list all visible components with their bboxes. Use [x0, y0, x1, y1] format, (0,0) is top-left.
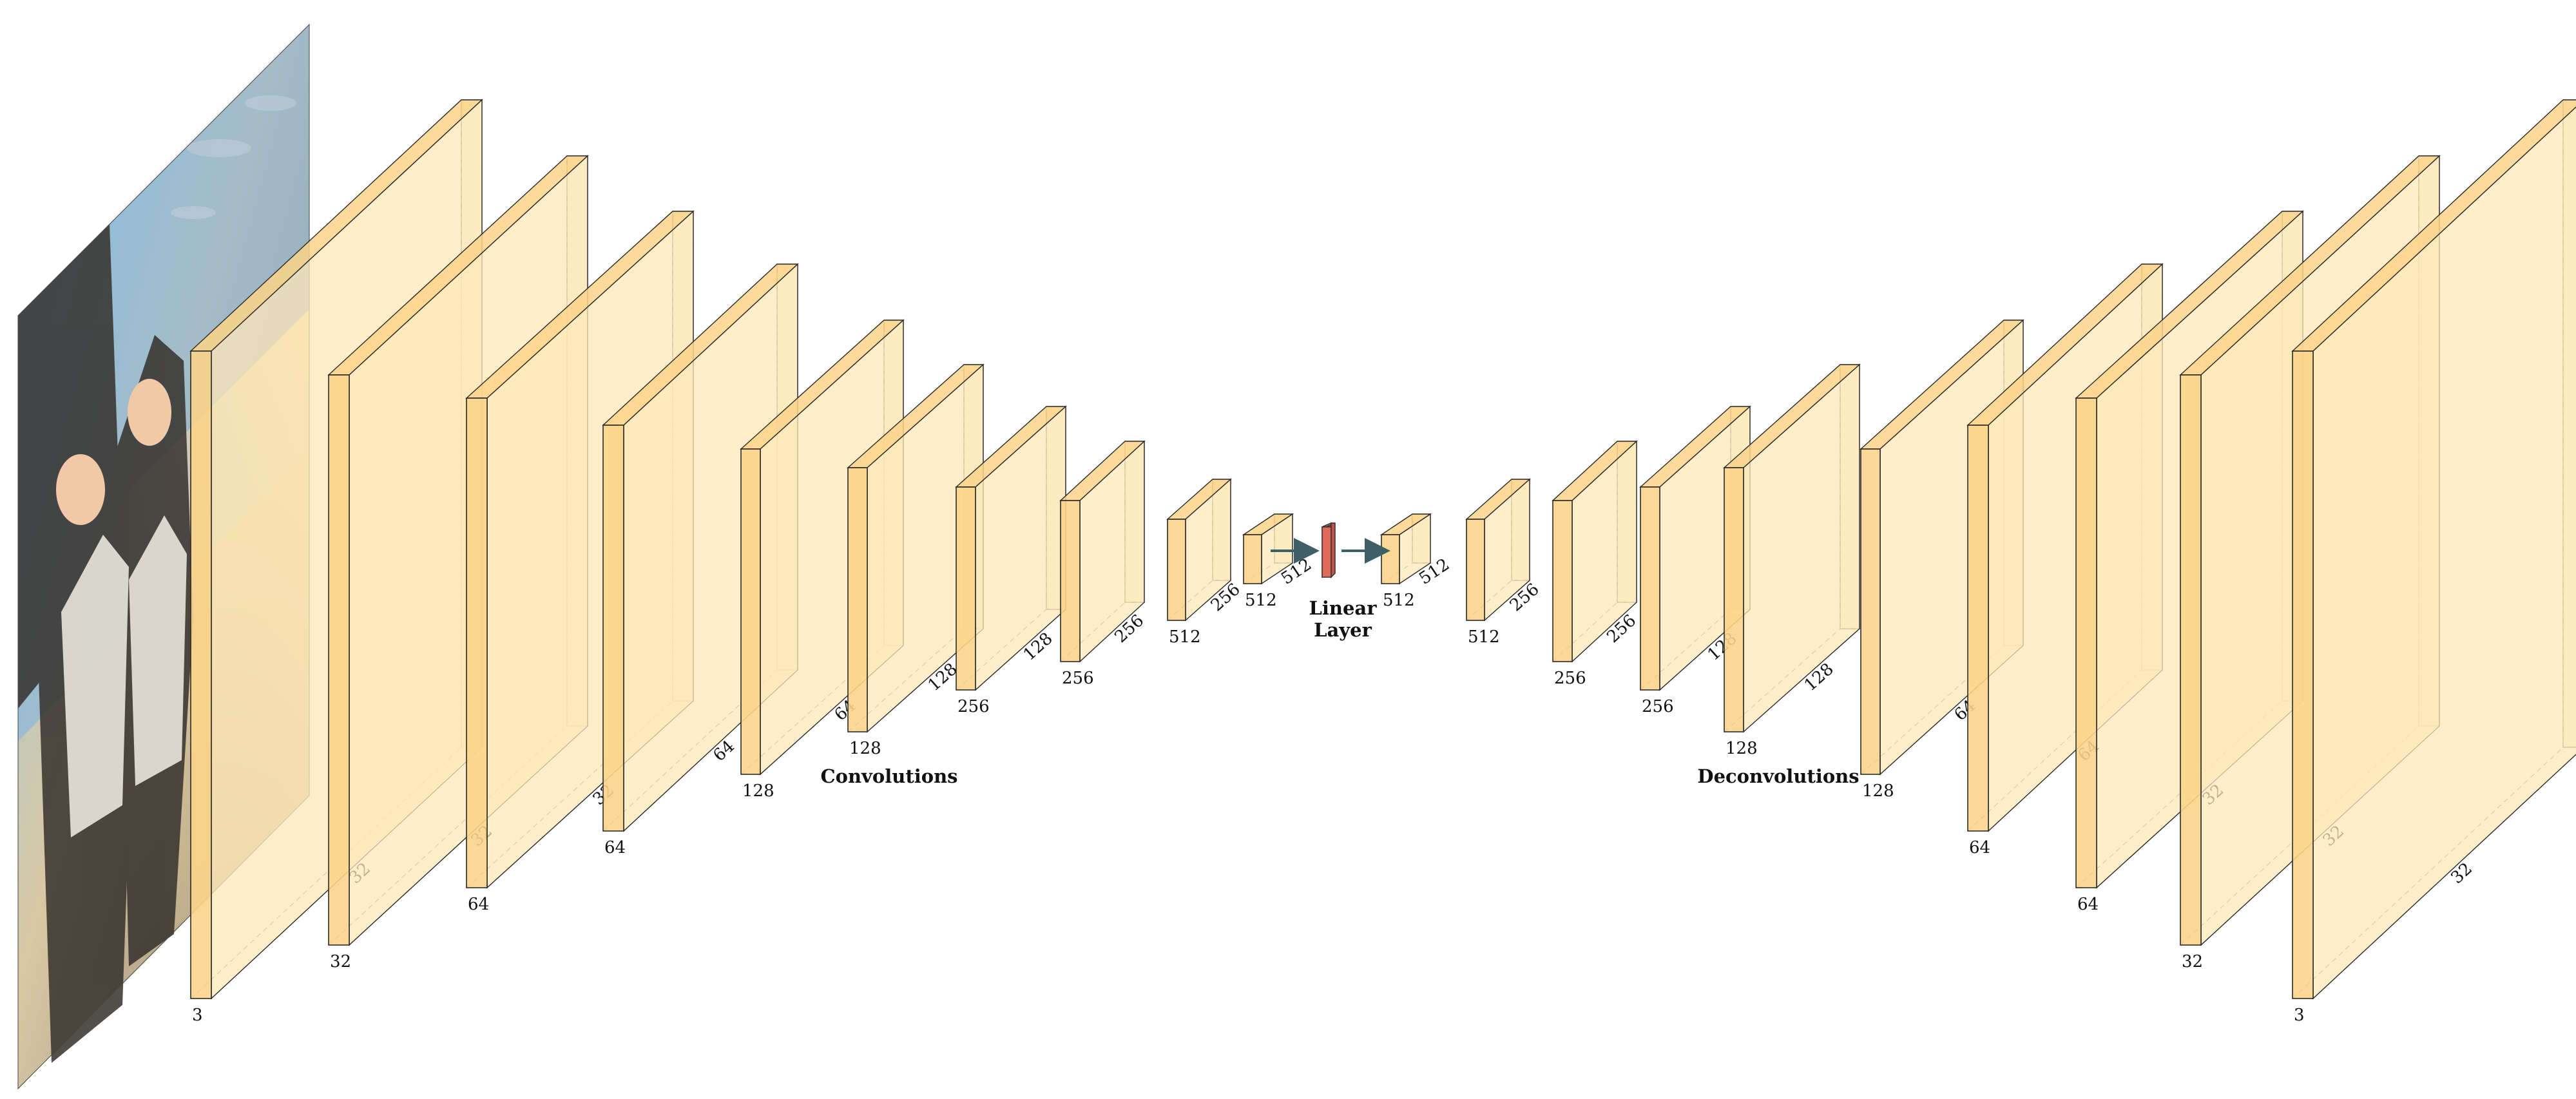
block-front-face: [1381, 534, 1400, 584]
block-bottom-label: 512: [1169, 627, 1201, 647]
block-bottom-label: 256: [1642, 697, 1674, 716]
block-front-face: [1552, 500, 1573, 662]
block-bottom-label: 128: [742, 781, 774, 801]
linear-label-line1: Linear: [1309, 597, 1377, 619]
deconvolutions-label: Deconvolutions: [1697, 765, 1859, 787]
block-bottom-label: 3: [192, 1006, 203, 1025]
block-bottom-label: 64: [1969, 838, 1990, 857]
block-front-face: [1466, 519, 1485, 621]
block-front-face: [1640, 486, 1660, 691]
block-bottom-label: 128: [1862, 781, 1894, 801]
block-front-face: [956, 486, 976, 691]
block-bottom-label: 64: [468, 895, 489, 914]
linear-label-line2: Layer: [1314, 619, 1372, 641]
block-bottom-label: 512: [1468, 627, 1500, 647]
convolutions-label: Convolutions: [821, 765, 958, 787]
block-side-face: [975, 405, 1066, 691]
block-bottom-label: 256: [957, 697, 990, 716]
block-front-face: [740, 448, 761, 775]
block-front-face: [328, 374, 350, 946]
block-front-face: [1724, 467, 1744, 732]
block-front-face: [847, 467, 868, 732]
block-front-face: [1967, 425, 1989, 832]
block-front-face: [190, 350, 212, 999]
block-front-face: [2180, 374, 2202, 946]
block-bottom-label: 3: [2294, 1006, 2305, 1025]
block-bottom-label: 64: [604, 838, 626, 857]
block-bottom-label: 512: [1383, 591, 1415, 610]
block-bottom-label: 512: [1245, 591, 1277, 610]
linear-layer: [1322, 522, 1336, 578]
block-bottom-label: 128: [849, 739, 881, 758]
block-front-face: [2075, 397, 2097, 888]
block-front-face: [1167, 519, 1186, 621]
anime-photo-input-icon: [17, 23, 310, 1090]
block-front-face: [466, 397, 488, 888]
block-bottom-label: 32: [330, 952, 351, 971]
decoder-block-10: 332: [2291, 99, 2576, 1025]
block-front-face: [1860, 448, 1881, 775]
block-bottom-label: 256: [1062, 669, 1094, 688]
block-front-face: [2292, 350, 2314, 999]
block-bottom-label: 32: [2182, 952, 2203, 971]
block-bottom-label: 64: [2077, 895, 2099, 914]
layer-blocks: 3323232643264641286412812825612825625651…: [189, 99, 2576, 1025]
block-bottom-label: 128: [1725, 739, 1758, 758]
block-side-face: [1743, 363, 1860, 733]
block-front-face: [1060, 500, 1081, 662]
block-front-face: [1243, 534, 1262, 584]
block-bottom-label: 256: [1554, 669, 1586, 688]
block-front-face: [602, 425, 624, 832]
